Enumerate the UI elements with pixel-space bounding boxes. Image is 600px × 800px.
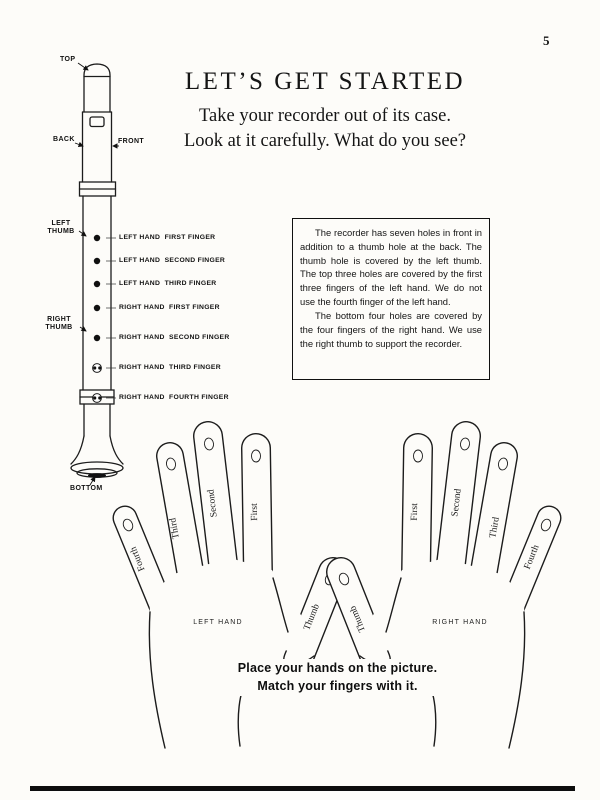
left-finger-label-second: Second (206, 489, 219, 518)
recorder-label-left-thumb: LEFT THUMB (47, 220, 75, 235)
recorder-drawing (70, 63, 124, 478)
info-paragraph-1: The recorder has seven holes in front in… (300, 227, 482, 308)
finger-label-lh2: LEFT HAND SECOND FINGER (119, 257, 226, 264)
subtitle-line-2: Look at it carefully. What do you see? (183, 131, 467, 151)
right-finger-label-third: Third (488, 516, 502, 539)
finger-label-lh3: LEFT HAND THIRD FINGER (119, 280, 217, 287)
page-edge-mark (30, 786, 575, 791)
recorder-label-right-thumb: RIGHT THUMB (45, 316, 73, 331)
finger-label-rh2: RIGHT HAND SECOND FINGER (119, 334, 230, 341)
finger-label-rh1: RIGHT HAND FIRST FINGER (119, 304, 220, 311)
instruction-text: Place your hands on the picture. Match y… (189, 659, 486, 696)
right-hand-drawing: Thumb First Second Third Fourth RIGHT HA… (326, 421, 562, 749)
info-paragraph-2: The bottom four holes are covered by the… (300, 309, 482, 349)
page-number: 5 (543, 33, 550, 48)
finger-label-lh1: LEFT HAND FIRST FINGER (119, 234, 216, 241)
left-finger-label-first: First (250, 503, 260, 521)
finger-label-rh4: RIGHT HAND FOURTH FINGER (119, 394, 229, 401)
recorder-double-holes (92, 363, 102, 403)
info-box: The recorder has seven holes in front in… (292, 218, 490, 380)
right-palm (358, 558, 526, 748)
instruction-line-1: Place your hands on the picture. (237, 661, 438, 675)
finger-label-rh3: RIGHT HAND THIRD FINGER (119, 364, 221, 371)
subtitle-line-1: Take your recorder out of its case. (199, 106, 451, 126)
recorder-bell (70, 461, 124, 475)
left-hand-drawing: Fourth Third Second First Thumb LEFT HAN… (112, 421, 348, 749)
right-finger-label-second: Second (450, 488, 463, 517)
instruction-line-2: Match your fingers with it. (257, 678, 418, 693)
recorder-label-bottom: BOTTOM (70, 485, 103, 492)
right-hand-label: RIGHT HAND (432, 619, 487, 626)
recorder-label-top: TOP (60, 56, 76, 63)
recorder-label-front: FRONT (118, 138, 145, 145)
recorder-holes (88, 234, 106, 478)
right-finger-label-first: First (410, 503, 420, 521)
hole-leader-lines (106, 237, 116, 399)
label-arrows (74, 62, 119, 486)
recorder-label-back: BACK (53, 136, 75, 143)
left-hand-label: LEFT HAND (193, 619, 243, 626)
left-finger-label-third: Third (168, 517, 182, 540)
page-title: LET’S GET STARTED (184, 68, 466, 95)
recorder-window (89, 116, 105, 128)
left-palm (148, 558, 316, 748)
